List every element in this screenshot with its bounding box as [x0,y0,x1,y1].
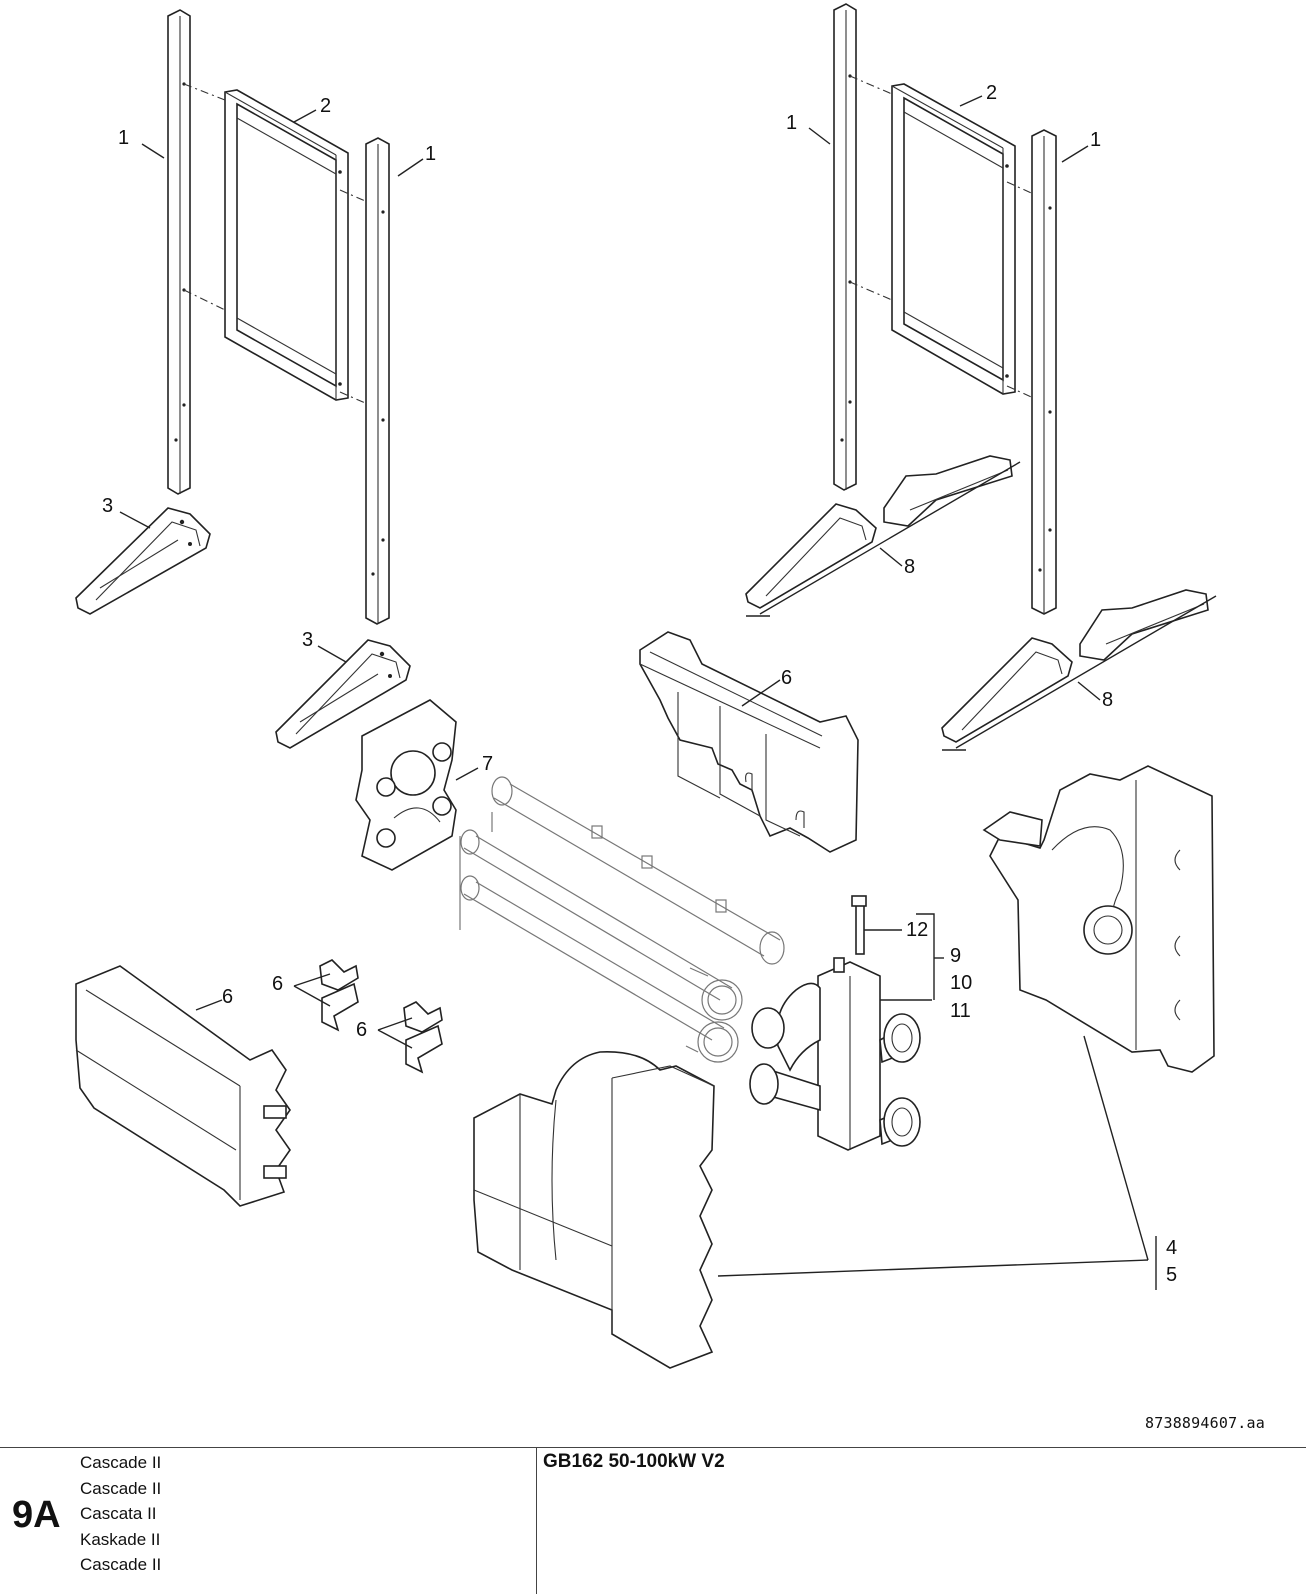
insulation-shell-left [75,965,291,1207]
insulation-clip-upper [319,959,359,1032]
callout-3: 3 [302,629,314,651]
title-line: Cascade II [80,1453,162,1472]
title-line: Cascade II [80,1478,162,1498]
title-block: 9A Cascade II Cascade II Cascata II Kask… [0,1447,1306,1594]
left-upright-post-front [365,137,390,625]
title-list: Cascade II Cascade II Cascata II Kaskade… [80,1450,161,1578]
insulation-shell-large [982,765,1215,1073]
callout-7: 7 [482,753,494,775]
callout-12: 12 [906,919,929,941]
chapter-number: 9A [12,1494,61,1536]
title-line: Cascade II [80,1555,162,1574]
insulation-clip-lower [403,1001,443,1074]
callout-11: 11 [950,1000,971,1022]
callout-1: 1 [425,143,437,165]
callout-3: 3 [102,495,114,517]
callout-10: 10 [950,972,973,994]
callout-8: 8 [1102,689,1114,711]
header-manifold [459,776,785,1063]
right-upright-post-back [833,3,857,491]
title-line: Cascata II [80,1504,157,1523]
callout-6: 6 [222,986,234,1008]
callout-5: 5 [1166,1264,1178,1286]
hydraulic-separator [749,957,921,1151]
insulation-shell-front [473,1051,715,1369]
sensor-rod [851,895,867,955]
callout-1: 1 [1090,129,1102,151]
left-upright-post-back [167,9,191,495]
callout-9: 9 [950,945,962,967]
callout-4: 4 [1166,1237,1178,1259]
leader-lines [119,95,1157,1290]
title-block-divider [536,1448,537,1594]
callout-2: 2 [320,95,332,117]
right-floor-rail-lower [941,589,1217,751]
callout-6: 6 [781,667,793,689]
insulation-end-plate [355,699,457,871]
right-floor-rail-upper [745,455,1021,617]
callout-8: 8 [904,556,916,578]
left-mounting-frame [224,89,349,401]
callout-6: 6 [272,973,284,995]
model-name: GB162 50-100kW V2 [543,1451,725,1472]
left-floor-bracket-upper [75,507,211,615]
drawing-number: 8738894607.aa [1145,1414,1265,1432]
left-floor-bracket-lower [275,639,411,749]
insulation-shell-top [639,631,859,853]
title-line: Kaskade II [80,1529,161,1549]
callout-1: 1 [118,127,130,149]
callout-2: 2 [986,82,998,104]
right-upright-post-front [1031,129,1057,615]
right-mounting-frame [891,83,1016,395]
callout-6: 6 [356,1019,368,1041]
exploded-view-drawing [75,3,1217,1369]
callout-1: 1 [786,112,798,134]
